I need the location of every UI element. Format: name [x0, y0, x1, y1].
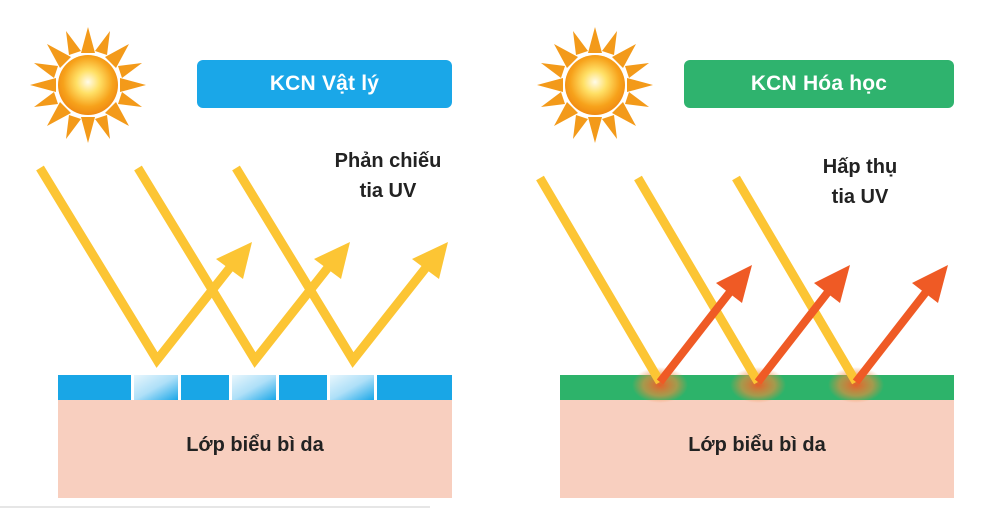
- absorbed-arrowheads: [716, 265, 948, 303]
- absorption-glows: [632, 367, 884, 403]
- panel-physical: [30, 27, 452, 498]
- physical-caption-line1: Phản chiếu: [334, 150, 442, 172]
- panel-chemical: [536, 27, 954, 498]
- reflected-rays: [36, 165, 432, 368]
- sun-icon: [30, 27, 146, 143]
- chemical-title-badge: KCN Hóa học: [684, 60, 954, 108]
- chemical-caption: Hấp thụ tia UV: [800, 152, 920, 212]
- physical-caption-line2: tia UV: [359, 180, 417, 202]
- physical-caption: Phản chiếu tia UV: [318, 146, 458, 206]
- chemical-caption-line2: tia UV: [831, 186, 889, 208]
- physical-skin-label: Lớp biểu bì da: [186, 434, 324, 456]
- chemical-caption-line1: Hấp thụ: [822, 156, 898, 178]
- reflected-arrowheads: [216, 242, 448, 279]
- divider: [0, 506, 430, 508]
- mineral-particles: [131, 375, 377, 400]
- skin-layer: [58, 398, 452, 498]
- sun-icon: [537, 27, 653, 143]
- incoming-rays: [536, 175, 860, 385]
- chemical-title: KCN Hóa học: [750, 72, 888, 95]
- physical-title: KCN Vật lý: [269, 72, 380, 95]
- physical-title-badge: KCN Vật lý: [197, 60, 452, 108]
- chemical-skin-label: Lớp biểu bì da: [688, 434, 826, 456]
- skin-layer: [560, 398, 954, 498]
- absorbed-rays: [656, 289, 930, 385]
